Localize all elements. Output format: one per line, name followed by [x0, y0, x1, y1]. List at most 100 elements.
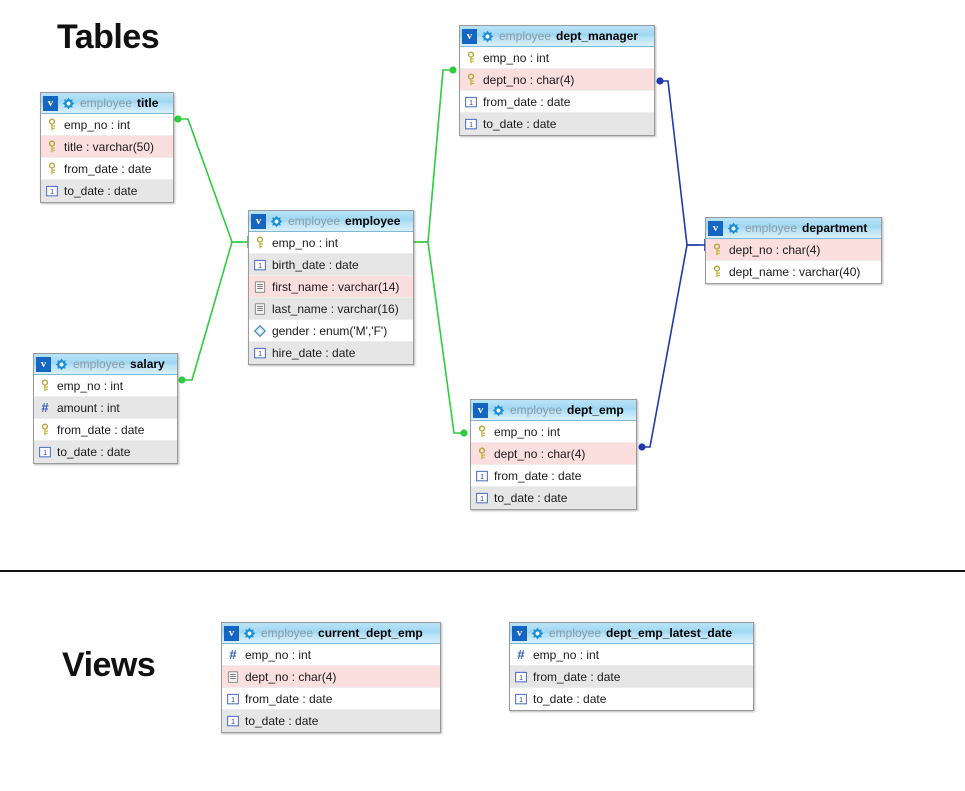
view-badge-icon: v	[224, 625, 239, 641]
column-label: dept_no : char(4)	[483, 72, 575, 87]
column-label: dept_no : char(4)	[729, 242, 821, 257]
column-row[interactable]: emp_no : int	[34, 375, 177, 397]
view-badge-icon: v	[473, 402, 488, 418]
date-icon: 1	[465, 118, 477, 130]
relation-dept-manager-department	[660, 80, 699, 246]
hash-icon: #	[41, 399, 49, 415]
key-icon	[48, 139, 56, 152]
column-label: to_date : date	[483, 117, 557, 131]
column-row[interactable]: from_date : date	[41, 158, 173, 180]
key-icon	[713, 242, 721, 255]
column-row[interactable]: title : varchar(50)	[41, 136, 173, 158]
column-row[interactable]: from_date : date	[34, 419, 177, 441]
relation-endpoint-dot	[638, 443, 646, 451]
entity-name: department	[802, 221, 868, 235]
column-row[interactable]: #emp_no : int	[222, 644, 440, 666]
column-label: from_date : date	[245, 691, 333, 706]
column-label: last_name : varchar(16)	[272, 301, 399, 316]
column-row[interactable]: 1 to_date : date	[460, 113, 654, 135]
column-label: gender : enum('M','F')	[272, 323, 388, 338]
column-label: to_date : date	[494, 491, 568, 505]
entity-name: title	[137, 96, 159, 110]
column-row[interactable]: last_name : varchar(16)	[249, 298, 413, 320]
gear-icon	[270, 215, 283, 227]
column-label: to_date : date	[533, 692, 607, 706]
relation-salary-employee	[182, 241, 242, 381]
view-badge-icon: v	[708, 220, 723, 236]
schema-name: employee	[261, 626, 314, 640]
gear-icon	[531, 627, 544, 639]
column-row[interactable]: dept_no : char(4)	[471, 443, 636, 465]
column-label: from_date : date	[483, 94, 571, 109]
column-row[interactable]: dept_no : char(4)	[706, 239, 881, 261]
date-icon: 1	[227, 715, 239, 727]
column-label: emp_no : int	[272, 235, 339, 250]
column-row[interactable]: dept_name : varchar(40)	[706, 261, 881, 283]
column-row[interactable]: emp_no : int	[460, 47, 654, 69]
column-row[interactable]: emp_no : int	[41, 114, 173, 136]
column-row[interactable]: # amount : int	[34, 397, 177, 419]
entity-name: salary	[130, 357, 165, 371]
schema-name: employee	[499, 29, 552, 43]
column-row[interactable]: first_name : varchar(14)	[249, 276, 413, 298]
relation-endpoint-dot	[178, 376, 186, 384]
column-label: amount : int	[57, 400, 120, 415]
column-label: dept_name : varchar(40)	[729, 265, 861, 279]
column-row[interactable]: emp_no : int	[249, 232, 413, 254]
column-label: first_name : varchar(14)	[272, 279, 400, 294]
text-icon	[227, 670, 239, 683]
column-label: emp_no : int	[494, 424, 561, 439]
relation-endpoint-dot	[656, 77, 664, 85]
section-heading-tables: Tables	[57, 18, 160, 56]
schema-name: employee	[80, 96, 133, 110]
column-label: emp_no : int	[245, 647, 312, 662]
relation-employee-dept-emp	[418, 241, 464, 434]
key-icon	[256, 235, 264, 248]
svg-text:1: 1	[43, 448, 47, 457]
schema-name: employee	[549, 626, 602, 640]
date-icon: 1	[254, 347, 266, 359]
key-icon	[713, 265, 721, 278]
column-row[interactable]: emp_no : int	[471, 421, 636, 443]
column-row[interactable]: #emp_no : int	[510, 644, 753, 666]
gear-icon	[727, 222, 740, 234]
date-icon: 1	[515, 671, 527, 682]
date-icon: 1	[254, 259, 266, 270]
column-row[interactable]: dept_no : char(4)	[460, 69, 654, 91]
column-label: from_date : date	[57, 422, 145, 437]
relation-endpoint-dot	[460, 429, 468, 437]
column-row[interactable]: dept_no : char(4)	[222, 666, 440, 688]
gear-icon	[243, 627, 256, 639]
svg-text:1: 1	[469, 120, 473, 129]
column-row[interactable]: gender : enum('M','F')	[249, 320, 413, 342]
key-icon	[467, 50, 475, 63]
